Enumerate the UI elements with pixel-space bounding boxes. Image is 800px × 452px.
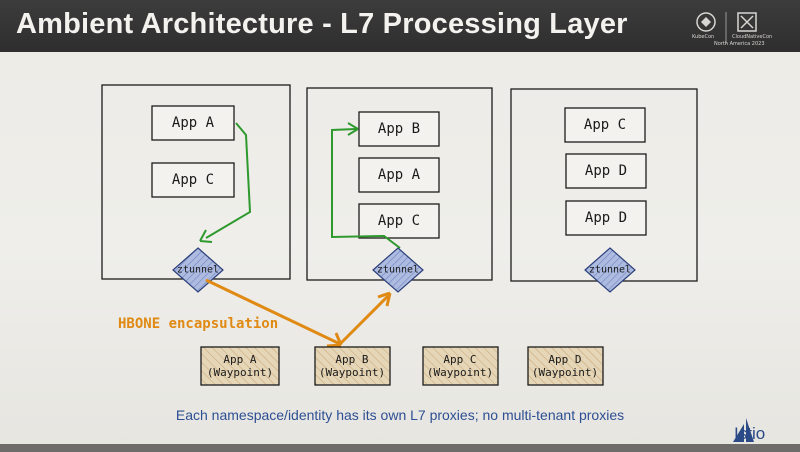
kubecon-logo-icon xyxy=(696,12,757,44)
waypoint-box xyxy=(314,346,391,386)
ztunnel-label: ztunnel xyxy=(376,264,420,276)
waypoint-name: App B xyxy=(335,353,369,366)
ztunnel-label: ztunnel xyxy=(176,264,220,276)
app-box xyxy=(565,200,647,236)
hbone-flow-arrow xyxy=(205,278,390,346)
app-box xyxy=(358,157,440,193)
orange-arrowhead-icon xyxy=(377,291,392,307)
waypoint-label: App A (Waypoint) xyxy=(207,353,273,379)
waypoint-box xyxy=(422,346,499,386)
kubecon-text: KubeCon xyxy=(692,34,715,40)
app-box xyxy=(358,203,440,239)
istio-brand-text: Istio xyxy=(734,424,766,443)
app-label: App B xyxy=(377,121,421,137)
orange-arrowhead-icon xyxy=(326,332,343,348)
ztunnel-label: ztunnel xyxy=(588,264,632,276)
ztunnel-diamond xyxy=(584,247,636,293)
app-label: App D xyxy=(584,163,628,179)
app-box xyxy=(151,105,235,141)
waypoint-name: App C xyxy=(443,353,477,366)
waypoint-role: (Waypoint) xyxy=(206,366,274,379)
app-box xyxy=(151,162,235,198)
app-label: App D xyxy=(584,210,628,226)
waypoint-label: App C (Waypoint) xyxy=(427,353,493,379)
conference-logos: KubeCon CloudNativeCon North America 202… xyxy=(688,8,788,48)
green-arrowhead-icon xyxy=(199,229,213,243)
app-label: App A xyxy=(171,115,215,131)
app-label: App C xyxy=(171,172,215,188)
app-box xyxy=(564,107,646,143)
waypoint-box xyxy=(527,346,604,386)
slide-title: Ambient Architecture - L7 Processing Lay… xyxy=(16,8,628,40)
app-label: App A xyxy=(377,167,421,183)
green-flow-arrow xyxy=(205,122,252,239)
waypoint-name: App A xyxy=(223,353,257,366)
waypoint-role: (Waypoint) xyxy=(426,366,494,379)
title-bar: Ambient Architecture - L7 Processing Lay… xyxy=(0,0,800,52)
ztunnel-diamond xyxy=(372,247,424,293)
waypoint-role: (Waypoint) xyxy=(318,366,386,379)
waypoint-label: App D (Waypoint) xyxy=(532,353,598,379)
green-flow-arrow xyxy=(331,128,401,249)
app-label: App C xyxy=(583,117,627,133)
istio-sail-icon xyxy=(746,418,754,442)
slide-caption: Each namespace/identity has its own L7 p… xyxy=(175,407,625,423)
waypoint-label: App B (Waypoint) xyxy=(319,353,385,379)
app-box xyxy=(565,153,647,189)
waypoint-box xyxy=(200,346,280,386)
waypoint-role: (Waypoint) xyxy=(531,366,599,379)
waypoint-name: App D xyxy=(548,353,582,366)
hbone-label: HBONE encapsulation xyxy=(118,316,279,332)
app-box xyxy=(358,111,440,147)
app-label: App C xyxy=(377,213,421,229)
event-text: North America 2023 xyxy=(714,41,765,47)
green-arrowhead-icon xyxy=(347,122,359,136)
screen-bottom-edge xyxy=(0,444,800,452)
cloudnativecon-text: CloudNativeCon xyxy=(732,34,773,40)
istio-logo-icon xyxy=(733,424,744,442)
